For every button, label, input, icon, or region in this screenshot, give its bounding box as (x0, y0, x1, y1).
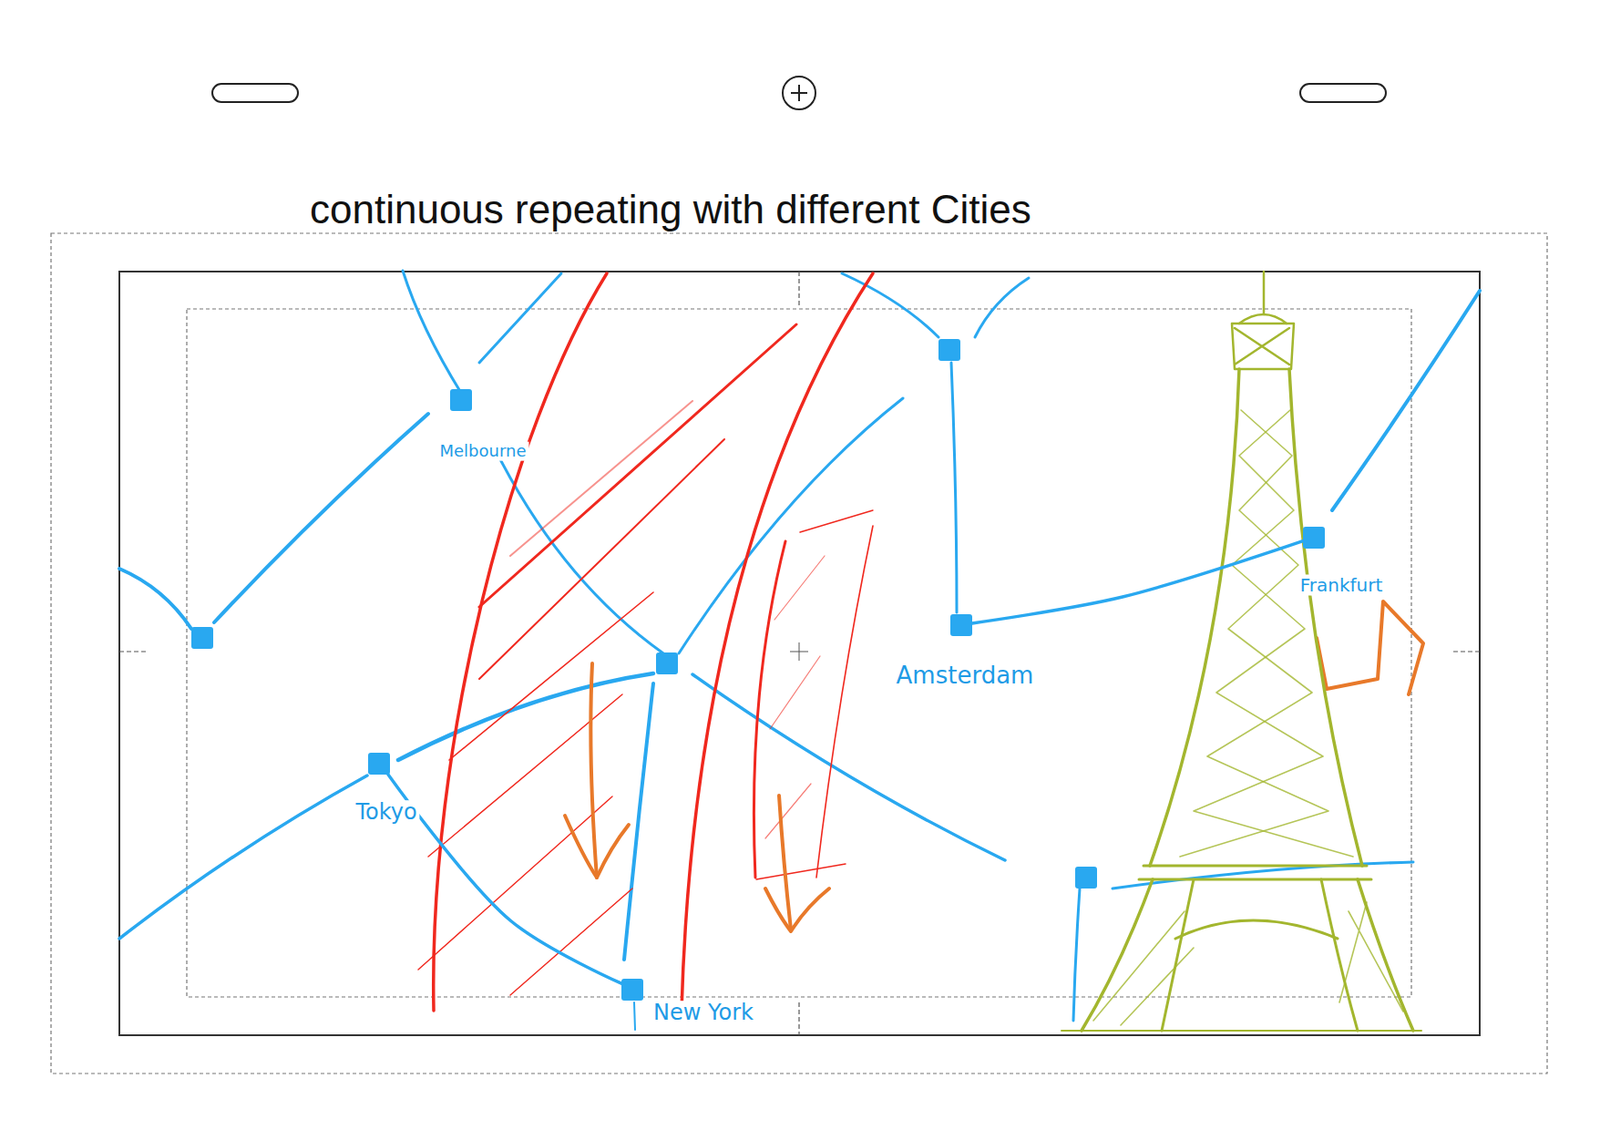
route-line (398, 673, 654, 760)
tower-leg (1149, 369, 1240, 866)
route-connector (972, 541, 1303, 624)
arrow-shaft (590, 663, 597, 878)
motion-curve (433, 273, 607, 1011)
camera-motion-sketch (418, 273, 873, 1011)
route-line (951, 362, 957, 613)
tower-leg (1081, 879, 1153, 1031)
tower-lattice (1093, 902, 1404, 1026)
route-connector (388, 774, 622, 984)
tower-lattice (1193, 410, 1354, 857)
motion-curve (681, 273, 873, 1011)
city-marker (938, 338, 961, 361)
hatch-line (756, 863, 846, 880)
route-line (214, 413, 429, 623)
pill-button (212, 83, 298, 103)
city-marker (191, 626, 214, 649)
route-line (1073, 888, 1080, 1021)
frames (51, 233, 1548, 1074)
map-routes (119, 270, 1480, 1030)
city-marker: Melbourne (450, 389, 472, 411)
direction-arrows (564, 601, 1424, 932)
city-marker: Frankfurt (1302, 526, 1325, 549)
city-name: Frankfurt (1297, 574, 1386, 596)
hatch-line (765, 555, 825, 839)
city-marker (656, 652, 678, 675)
tower-top (1231, 323, 1294, 370)
motion-curve (816, 525, 873, 878)
city-name: Amsterdam (893, 662, 1037, 690)
route-line (841, 273, 939, 338)
city-marker: New York (621, 978, 644, 1001)
city-marker: Amsterdam (950, 614, 973, 636)
route-line (119, 568, 192, 629)
city-name: Tokyo (352, 800, 420, 826)
hatch-line (418, 796, 613, 970)
hatch-line (449, 592, 654, 760)
tower-leg (1289, 369, 1363, 866)
screen-frame (119, 271, 1480, 1036)
tower-arch (1175, 920, 1338, 939)
outer-dashed-frame (51, 233, 1548, 1074)
hatch-line (479, 439, 725, 679)
add-button (782, 76, 816, 110)
tower-leg (1161, 879, 1194, 1031)
plus-sign (790, 84, 808, 102)
route-line (692, 674, 1006, 861)
hatch-line (479, 324, 797, 607)
tower-leg (1357, 879, 1414, 1031)
route-line (119, 775, 368, 939)
arrow-shaft (779, 795, 791, 930)
route-line (624, 683, 654, 960)
route-line (1112, 861, 1414, 889)
route-line (678, 398, 903, 654)
center-cross (789, 642, 809, 661)
city-markers (191, 338, 1098, 889)
city-name: New York (650, 1000, 757, 1026)
hatch-line (800, 510, 873, 533)
center-marks (119, 271, 1480, 1036)
tower-cap (1239, 314, 1287, 324)
hatch-line (510, 400, 693, 556)
tower-platform (1138, 865, 1372, 880)
eiffel-tower (1061, 271, 1422, 1031)
route-line (1332, 290, 1480, 511)
rotate-bracket (1316, 601, 1424, 695)
storyboard-title: continuous repeating with different Citi… (309, 187, 1032, 232)
tower-base (1061, 1029, 1422, 1032)
city-name: Melbourne (436, 441, 529, 462)
route-line (402, 270, 462, 393)
tower-antenna (1262, 271, 1266, 315)
route-line (479, 273, 562, 363)
route-line (634, 1002, 636, 1030)
top-controls (212, 76, 1386, 110)
route-line (974, 277, 1029, 338)
arrow-head (564, 815, 629, 878)
route-line (500, 459, 664, 654)
pill-button (1300, 83, 1386, 103)
city-marker: Tokyo (368, 752, 390, 775)
arrow-head (765, 888, 830, 932)
tower-lattice (1179, 410, 1329, 857)
city-marker (1075, 866, 1098, 889)
